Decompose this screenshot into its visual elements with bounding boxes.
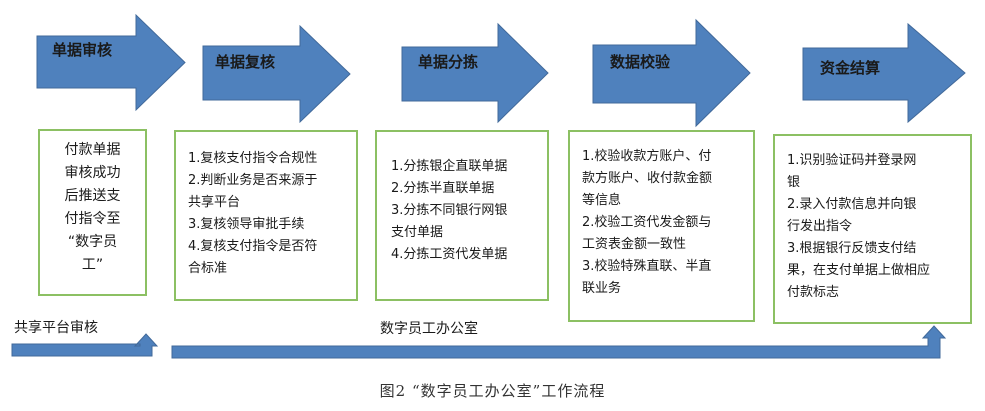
detail-line: 支付单据 bbox=[391, 225, 444, 240]
detail-line: 3.分拣不同银行网银 bbox=[391, 203, 508, 218]
detail-line: 工资表金额一致性 bbox=[582, 237, 687, 252]
detail-box-sort: 1.分拣银企直联单据 2.分拣半直联单据 3.分拣不同银行网银 支付单据 4.分… bbox=[375, 130, 549, 301]
arrow-verify bbox=[592, 18, 751, 128]
arrow-recheck bbox=[202, 24, 351, 124]
detail-line: 1.识别验证码并登录网 bbox=[787, 153, 917, 168]
figure-caption: 图2 “数字员工办公室”工作流程 bbox=[379, 382, 606, 400]
detail-line: 1.校验收款方账户、付 bbox=[582, 149, 712, 164]
step-label-review: 单据审核 bbox=[52, 41, 113, 59]
step-label-settlement: 资金结算 bbox=[820, 59, 881, 77]
detail-line: 审核成功 bbox=[64, 165, 121, 181]
detail-line: 合标准 bbox=[188, 261, 228, 276]
detail-line: 付款标志 bbox=[787, 285, 840, 300]
detail-line: 付指令至 bbox=[64, 211, 121, 227]
detail-line: 2.录入付款信息并向银 bbox=[787, 197, 917, 212]
detail-box-verify: 1.校验收款方账户、付 款方账户、收付款金额 等信息 2.校验工资代发金额与 工… bbox=[568, 130, 755, 322]
arrow-settlement bbox=[802, 22, 966, 124]
detail-line: 果，在支付单据上做相应 bbox=[787, 263, 931, 278]
detail-line: 1.分拣银企直联单据 bbox=[391, 159, 508, 174]
detail-line: 2.判断业务是否来源于 bbox=[188, 173, 318, 188]
detail-line: 后推送支 bbox=[64, 188, 121, 204]
detail-line: 3.根据银行反馈支付结 bbox=[787, 241, 917, 256]
detail-box-settlement: 1.识别验证码并登录网 银 2.录入付款信息并向银 行发出指令 3.根据银行反馈… bbox=[773, 134, 972, 324]
detail-line: 银 bbox=[787, 175, 801, 190]
lane-label-shared-platform: 共享平台审核 bbox=[14, 320, 98, 336]
lane-arrow-digital bbox=[171, 325, 947, 359]
detail-line: 等信息 bbox=[582, 193, 622, 208]
detail-line: 2.校验工资代发金额与 bbox=[582, 215, 712, 230]
detail-box-review: 付款单据 审核成功 后推送支 付指令至 “数字员 工” bbox=[38, 129, 147, 296]
detail-line: 共享平台 bbox=[188, 195, 241, 210]
arrow-sort bbox=[401, 22, 549, 124]
detail-line: 4.复核支付指令是否符 bbox=[188, 239, 318, 254]
detail-line: “数字员 bbox=[67, 234, 118, 250]
detail-line: 联业务 bbox=[582, 281, 622, 296]
arrow-review bbox=[36, 13, 186, 112]
lane-label-digital-office: 数字员工办公室 bbox=[380, 321, 478, 337]
detail-line: 2.分拣半直联单据 bbox=[391, 181, 495, 196]
detail-line: 1.复核支付指令合规性 bbox=[188, 151, 318, 166]
step-label-sort: 单据分拣 bbox=[418, 53, 479, 71]
detail-line: 款方账户、收付款金额 bbox=[582, 171, 713, 186]
detail-box-recheck: 1.复核支付指令合规性 2.判断业务是否来源于 共享平台 3.复核领导审批手续 … bbox=[174, 130, 358, 301]
step-label-verify: 数据校验 bbox=[610, 53, 671, 71]
step-label-recheck: 单据复核 bbox=[215, 53, 276, 71]
detail-line: 工” bbox=[81, 257, 104, 273]
detail-line: 3.复核领导审批手续 bbox=[188, 217, 305, 232]
detail-line: 行发出指令 bbox=[787, 219, 853, 234]
detail-line: 3.校验特殊直联、半直 bbox=[582, 259, 712, 274]
detail-line: 付款单据 bbox=[64, 142, 121, 158]
detail-line: 4.分拣工资代发单据 bbox=[391, 247, 508, 262]
lane-arrow-shared bbox=[11, 333, 159, 357]
